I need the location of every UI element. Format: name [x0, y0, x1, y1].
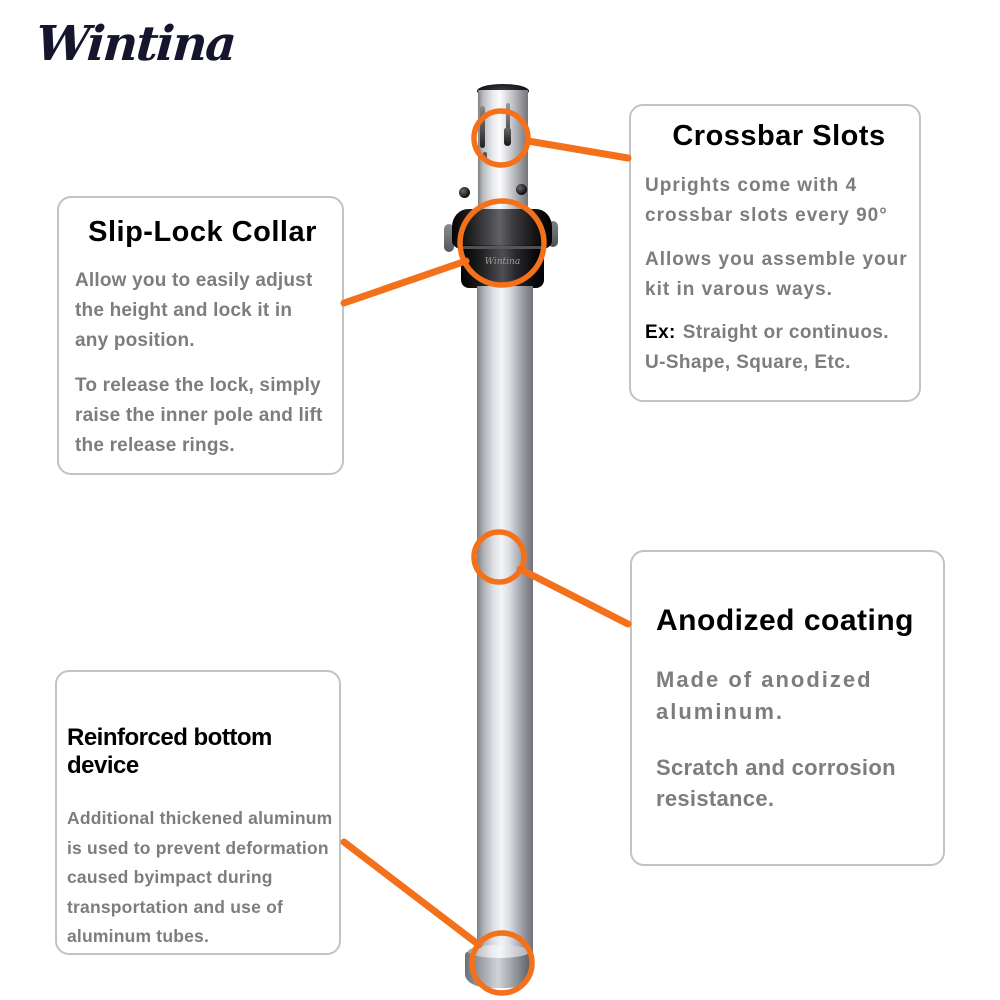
callout-reinforced-bottom: Reinforced bottom device Additional thic… — [55, 670, 341, 955]
crossbar-slot-left — [480, 106, 485, 148]
connector-line-reinforced — [340, 838, 483, 949]
callout-text: To release the lock, simply raise the in… — [75, 375, 323, 456]
callout-title-anodized: Anodized coating — [656, 604, 914, 637]
rivet-right — [516, 184, 527, 195]
callout-text-example: Ex:Straight or continuos. U-Shape, Squar… — [645, 318, 913, 378]
callout-text: Allow you to easily adjust the height an… — [75, 270, 313, 351]
rivet-left — [459, 187, 470, 198]
callout-title-crossbar: Crossbar Slots — [672, 120, 886, 152]
callout-title-reinforced: Reinforced bottom device — [67, 724, 272, 779]
callout-text: Allows you assemble your kit in varous w… — [645, 249, 908, 300]
connector-line-slip-lock — [340, 257, 470, 307]
crossbar-slot-pin — [483, 152, 487, 159]
lower-outer-pole — [477, 286, 533, 952]
release-ring-left — [444, 224, 454, 252]
callout-text: Made of anodized aluminum. — [656, 667, 873, 724]
callout-text: Uprights come with 4 crossbar slots ever… — [645, 175, 888, 226]
crossbar-slot-right-tip — [504, 128, 511, 146]
release-ring-right — [548, 221, 558, 247]
example-text: Straight or continuos. U-Shape, Square, … — [645, 322, 889, 373]
callout-text: Scratch and corrosion resistance. — [656, 755, 896, 811]
example-label: Ex: — [645, 322, 676, 343]
callout-anodized-coating: Anodized coating Made of anodized alumin… — [630, 550, 945, 866]
slip-lock-collar-top — [452, 209, 552, 249]
callout-crossbar-slots: Crossbar Slots Uprights come with 4 cros… — [629, 104, 921, 402]
callout-slip-lock-collar: Slip-Lock Collar Allow you to easily adj… — [57, 196, 344, 475]
callout-title-slip-lock: Slip-Lock Collar — [88, 216, 317, 248]
connector-line-crossbar — [524, 137, 632, 162]
bottom-cap-ring — [468, 945, 530, 958]
collar-brand-engraving: Wintina — [484, 257, 521, 267]
brand-logo: Wintina — [34, 16, 237, 72]
callout-text: Additional thickened aluminum is used to… — [67, 808, 333, 946]
connector-line-anodized — [516, 565, 632, 628]
collar-sheen — [462, 246, 543, 249]
